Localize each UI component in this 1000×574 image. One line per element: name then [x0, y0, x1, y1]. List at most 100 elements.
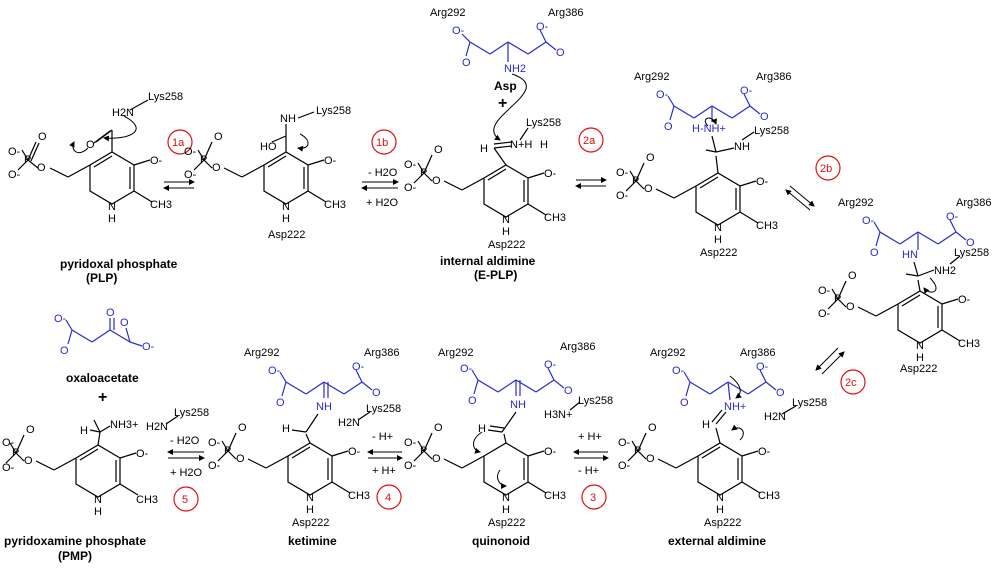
cond-1b-minus-water: - H2O: [368, 167, 398, 179]
int-methyl: CH3: [544, 212, 566, 224]
k-ring-n: N: [306, 492, 314, 504]
oaa-plus: +: [98, 389, 107, 406]
ext-nh-plus: NH+: [724, 401, 746, 413]
plp-lys-nh2: H2N: [112, 107, 134, 119]
pmp-abbr: (PMP): [58, 549, 92, 563]
gd1-o2: O: [664, 121, 673, 133]
pmp-ring-h: H: [94, 506, 102, 518]
gd2-o1: O-: [862, 215, 875, 227]
asp-nh2: NH2: [504, 63, 526, 75]
equilibrium-arrow-2: - H2O + H2O: [361, 167, 399, 209]
step-4: 4: [376, 484, 402, 510]
ext-po-3: O: [648, 422, 657, 434]
int-asp222: Asp222: [488, 239, 525, 251]
gd1-o4: O: [760, 111, 769, 123]
int-nh: H: [540, 139, 548, 151]
carb-asp222: Asp222: [268, 229, 305, 241]
asp-name: Asp: [494, 79, 517, 93]
step5-h2n: H2N: [146, 421, 168, 433]
k-po-2: O-: [208, 460, 221, 472]
carb-p: P: [200, 154, 207, 166]
pmp-h: H: [80, 425, 88, 437]
ext-o1: O-: [672, 365, 685, 377]
gd2-o3: O-: [946, 211, 959, 223]
plp-p: P: [24, 154, 31, 166]
q-arg386: Arg386: [560, 341, 595, 353]
gd1-ring-h: H: [714, 234, 722, 246]
quinonoid-structure: Arg292 Arg386 O- O O- O NH H H3N+ Lys258: [404, 341, 613, 548]
gd2-o4: O: [966, 237, 975, 249]
gd1-arg292: Arg292: [634, 71, 669, 83]
q-h: H: [478, 423, 486, 435]
q-ring-h: H: [502, 504, 510, 516]
gd2-ester-o: O: [846, 301, 855, 313]
step-5: 5: [173, 486, 199, 512]
q-po-3: O: [434, 422, 443, 434]
equilibrium-arrow-6: + H+ - H+: [573, 431, 609, 477]
gd2-nh2-plus: NH2: [934, 265, 956, 277]
ext-p: P: [634, 445, 641, 457]
gem-diamine-2-structure: Arg292 Arg386 O- O O- O HN NH2 Lys258 O: [818, 197, 991, 375]
quinonoid-name: quinonoid: [472, 534, 530, 548]
k-o3: O-: [352, 361, 365, 373]
int-po-1: O-: [404, 159, 417, 171]
asp-arg292: Arg292: [430, 7, 465, 19]
plp-abbr: (PLP): [86, 271, 117, 285]
equilibrium-arrow-7: - H+ + H+: [367, 431, 403, 477]
gd1-ester-o: O: [644, 183, 653, 195]
ext-methyl: CH3: [758, 490, 780, 502]
oxaloacetate-name: oxaloacetate: [66, 371, 139, 385]
equilibrium-arrow-3: [575, 177, 607, 189]
asp-o4: O: [556, 47, 565, 59]
ext-o3: O-: [756, 361, 769, 373]
step5-lys-label: Lys258: [174, 407, 209, 419]
int-lys-label: Lys258: [526, 117, 561, 129]
ext-h2n: H2N: [764, 411, 786, 423]
gd2-po-3: O: [848, 270, 857, 282]
gd2-asp222: Asp222: [900, 363, 937, 375]
gd2-o2: O: [870, 247, 879, 259]
step-2b-label: 2b: [820, 163, 832, 175]
ext-ring-n: N: [716, 492, 724, 504]
carb-ring-n: N: [282, 201, 290, 213]
gd2-phenol-o: O-: [958, 294, 971, 306]
external-aldimine-structure: Arg292 Arg386 O- O O- O NH+ H H2N Lys258: [618, 347, 827, 548]
cond-5-minus-water: - H2O: [170, 435, 200, 447]
plp-name: pyridoxal phosphate: [60, 257, 178, 271]
q-p: P: [420, 445, 427, 457]
gd2-po-2: O-: [818, 308, 831, 320]
carb-phenol-o: O-: [324, 155, 337, 167]
pmp-nh3: NH3+: [110, 419, 138, 431]
ext-ester-o: O: [646, 453, 655, 465]
pmp-name: pyridoxamine phosphate: [4, 534, 146, 548]
k-nh-plus: NH: [316, 401, 332, 413]
asp-plus: +: [498, 95, 507, 112]
gd2-ring-h: H: [916, 352, 924, 364]
k-methyl: CH3: [348, 490, 370, 502]
q-methyl: CH3: [544, 490, 566, 502]
asp-o2: O: [462, 57, 471, 69]
gd1-po-3: O: [646, 152, 655, 164]
ketimine-name: ketimine: [288, 534, 337, 548]
plp-methyl: CH3: [150, 199, 172, 211]
carb-lys-label: Lys258: [316, 105, 351, 117]
ext-o4: O: [776, 387, 785, 399]
cond-3-minus-h: - H+: [578, 465, 599, 477]
k-po-1: O-: [208, 437, 221, 449]
gd2-p: P: [834, 293, 841, 305]
ext-h: H: [702, 419, 710, 431]
step-2c-label: 2c: [845, 377, 857, 389]
carb-po-1: O-: [184, 146, 197, 158]
q-o4: O: [564, 385, 573, 397]
q-ester-o: O: [432, 453, 441, 465]
pmp-ring-n: N: [94, 494, 102, 506]
int-po-2: O-: [404, 182, 417, 194]
step-3: 3: [581, 484, 607, 510]
gd2-po-1: O-: [818, 285, 831, 297]
int-phenol-o: O-: [544, 168, 557, 180]
gd1-nh-plus: H-NH+: [692, 123, 726, 135]
int-po-3: O: [434, 144, 443, 156]
gd2-methyl: CH3: [958, 338, 980, 350]
k-ester-o: O: [236, 453, 245, 465]
k-lys-label: Lys258: [366, 403, 401, 415]
